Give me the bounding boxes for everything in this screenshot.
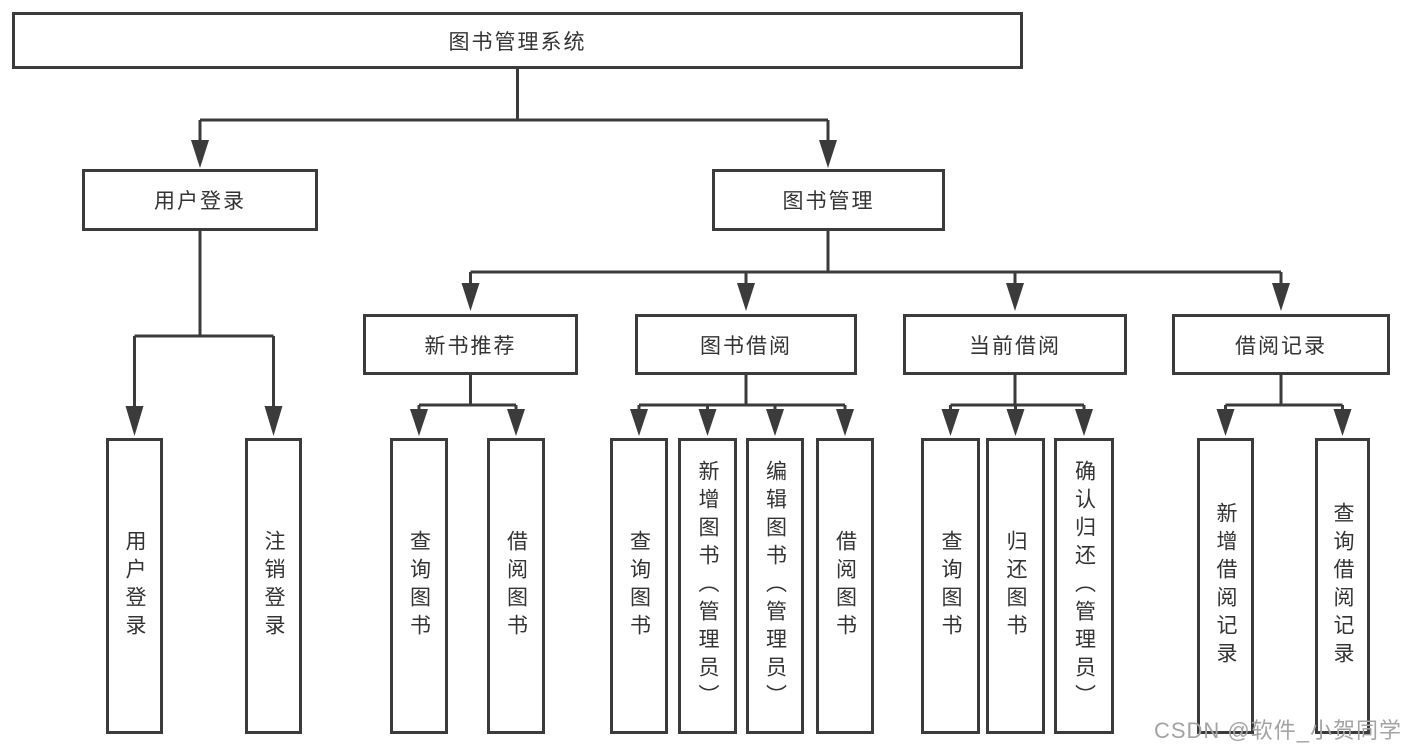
node-current-borrowing: 当前借阅 bbox=[903, 314, 1127, 375]
leaf-logout: 注销登录 bbox=[245, 438, 302, 734]
leaf-confirm-return-admin: 确认归还（管理员） bbox=[1054, 438, 1114, 734]
csdn-watermark: CSDN @软件_小贺同学 bbox=[1153, 718, 1402, 743]
node-label: 查询图书 bbox=[627, 530, 651, 642]
node-book-borrowing: 图书借阅 bbox=[635, 314, 857, 375]
node-label: 用户登录 bbox=[154, 190, 246, 213]
leaf-add-books-admin: 新增图书（管理员） bbox=[678, 438, 737, 734]
leaf-user-login: 用户登录 bbox=[106, 438, 163, 734]
node-label: 新增图书（管理员） bbox=[696, 460, 719, 712]
node-book-management: 图书管理 bbox=[712, 169, 945, 231]
leaf-edit-books-admin: 编辑图书（管理员） bbox=[746, 438, 804, 734]
node-label: 确认归还（管理员） bbox=[1072, 460, 1096, 712]
node-label: 编辑图书（管理员） bbox=[763, 460, 787, 712]
node-label: 查询图书 bbox=[407, 530, 431, 642]
leaf-borrow-books-borrowing: 借阅图书 bbox=[816, 438, 874, 734]
leaf-query-books-recommend: 查询图书 bbox=[390, 438, 448, 734]
node-label: 图书管理 bbox=[782, 190, 875, 213]
node-label: 注销登录 bbox=[262, 530, 285, 642]
node-label: 图书管理系统 bbox=[448, 30, 587, 54]
node-borrowing-records: 借阅记录 bbox=[1172, 314, 1390, 375]
node-label: 借阅图书 bbox=[504, 530, 528, 642]
leaf-query-borrow-record: 查询借阅记录 bbox=[1315, 438, 1370, 734]
node-user-login: 用户登录 bbox=[82, 169, 318, 231]
node-label: 当前借阅 bbox=[969, 334, 1061, 358]
edge-new-book-recommend-to-children bbox=[410, 375, 525, 436]
edge-book-borrowing-to-children bbox=[630, 375, 854, 436]
node-library-system-root: 图书管理系统 bbox=[12, 12, 1023, 69]
node-label: 新增借阅记录 bbox=[1214, 502, 1237, 670]
edge-root-to-level2 bbox=[191, 69, 837, 168]
node-label: 借阅图书 bbox=[833, 530, 857, 642]
leaf-return-books: 归还图书 bbox=[986, 438, 1045, 734]
leaf-add-borrow-record: 新增借阅记录 bbox=[1197, 438, 1254, 734]
node-label: 归还图书 bbox=[1004, 530, 1027, 642]
leaf-borrow-books-recommend: 借阅图书 bbox=[487, 438, 545, 734]
node-label: 借阅记录 bbox=[1235, 334, 1327, 358]
node-label: 查询借阅记录 bbox=[1331, 502, 1354, 670]
node-label: 新书推荐 bbox=[424, 334, 517, 358]
node-label: 用户登录 bbox=[123, 530, 146, 642]
edge-current-borrowing-to-children bbox=[941, 375, 1093, 436]
edge-borrowing-records-to-children bbox=[1216, 375, 1352, 436]
leaf-query-books-current: 查询图书 bbox=[921, 438, 980, 734]
node-label: 图书借阅 bbox=[700, 334, 792, 358]
node-label: 查询图书 bbox=[939, 530, 962, 642]
node-new-book-recommend: 新书推荐 bbox=[363, 314, 578, 375]
leaf-query-books-borrowing: 查询图书 bbox=[610, 438, 668, 734]
edge-user-login-to-children bbox=[125, 231, 283, 436]
edge-book-management-to-level3 bbox=[461, 231, 1290, 311]
